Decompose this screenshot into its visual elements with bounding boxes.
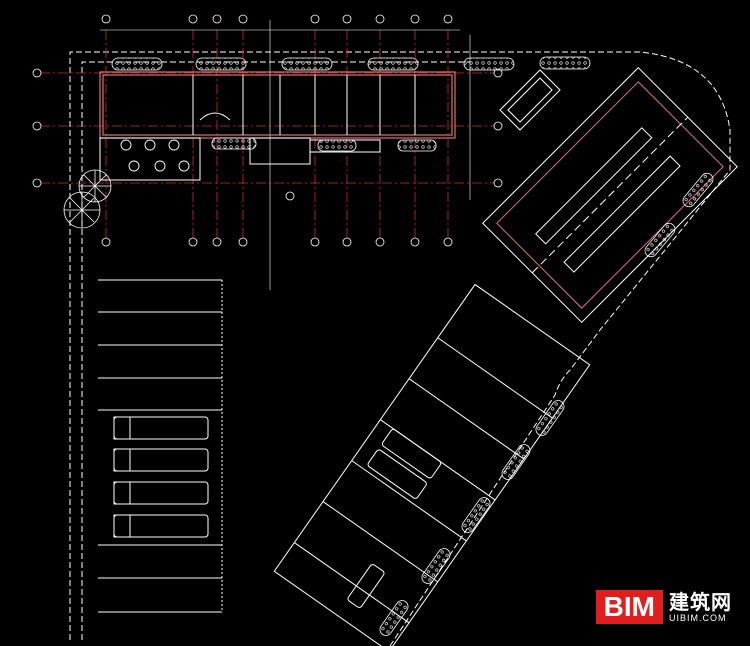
main-building	[99, 71, 456, 139]
site-boundary	[69, 51, 731, 646]
dining-tables	[120, 139, 190, 172]
watermark-name: 建筑网	[669, 590, 732, 614]
parked-vehicles-left	[113, 416, 209, 538]
trees	[63, 169, 112, 229]
hedges-diagonal	[379, 172, 714, 636]
hedges-top	[111, 56, 591, 152]
grid-bubbles	[32, 14, 503, 247]
watermark-url: UIBIM.COM	[669, 613, 727, 623]
left-parking-lot	[98, 279, 223, 613]
service-kiosk	[499, 69, 561, 131]
watermark: BIM 建筑网 UIBIM.COM	[595, 590, 732, 624]
watermark-badge: BIM	[595, 590, 663, 624]
diagonal-parking-lot	[273, 283, 591, 646]
small-vehicle-bottom	[347, 564, 385, 608]
building-rooms	[99, 75, 416, 181]
watermark-text: 建筑网 UIBIM.COM	[669, 591, 732, 623]
